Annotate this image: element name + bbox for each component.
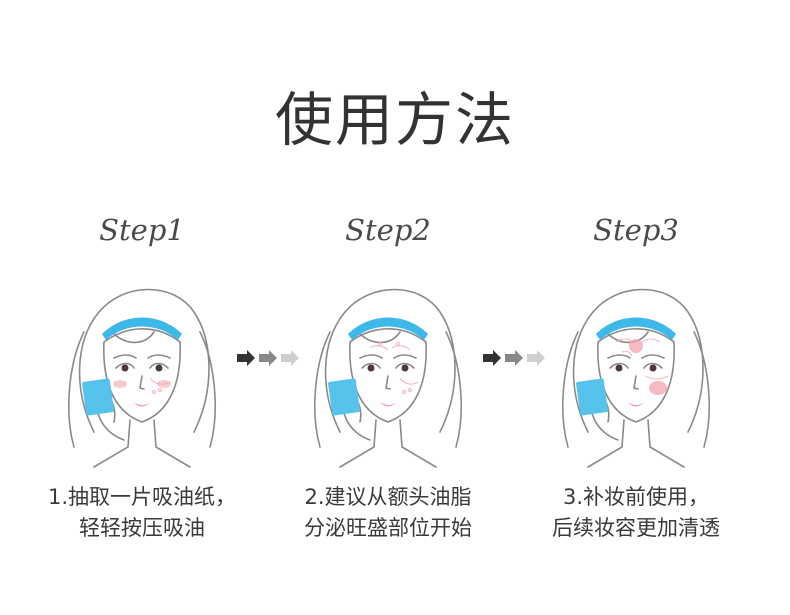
step-2-label: Step2 [345, 213, 431, 247]
oil-blotting-paper-icon [82, 378, 114, 416]
girl-face-illustration-icon [68, 288, 216, 468]
step-1-label: Step1 [99, 213, 185, 247]
step-3-caption: 3.补妆前使用， 后续妆容更加清透 [516, 482, 756, 544]
page-title: 使用方法 [274, 86, 515, 154]
triple-arrow-right-icon [237, 350, 299, 366]
step-3-label: Step3 [593, 213, 679, 247]
step-1-caption-line2: 轻轻按压吸油 [79, 516, 205, 540]
girl-face-illustration-icon [562, 288, 710, 468]
step-1-caption-line1: 1.抽取一片吸油纸， [47, 485, 237, 509]
oil-blotting-paper-icon [576, 378, 608, 416]
step-1-caption: 1.抽取一片吸油纸， 轻轻按压吸油 [22, 482, 262, 544]
girl-face-illustration-icon [314, 288, 462, 468]
step-2-caption: 2.建议从额头油脂 分泌旺盛部位开始 [268, 482, 508, 544]
step-1: Step1 [22, 210, 262, 472]
step-3-caption-line2: 后续妆容更加清透 [552, 516, 720, 540]
step-2-caption-line1: 2.建议从额头油脂 [304, 485, 472, 509]
oil-blotting-paper-icon [328, 378, 360, 416]
step-2: Step2 [268, 210, 508, 472]
step-2-caption-line2: 分泌旺盛部位开始 [304, 516, 472, 540]
triple-arrow-right-icon [483, 350, 545, 366]
step-3-caption-line1: 3.补妆前使用， [562, 485, 710, 509]
step-3: Step3 [516, 210, 756, 472]
